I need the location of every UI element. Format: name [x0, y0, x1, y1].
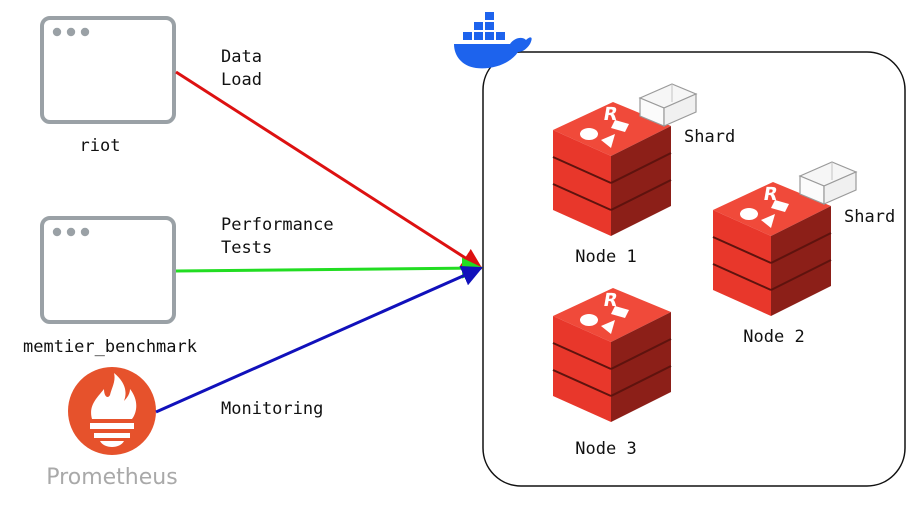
- riot-label: riot: [80, 136, 121, 156]
- memtier-benchmark-label: memtier_benchmark: [23, 337, 197, 357]
- performance-tests-arrow: [175, 257, 484, 279]
- node-1-label: Node 1: [575, 247, 636, 267]
- node-2-label: Node 2: [743, 327, 804, 347]
- performance-tests-label-line-2: Tests: [221, 238, 272, 258]
- monitoring-arrow: [155, 266, 483, 414]
- docker-whale-icon: [454, 12, 532, 69]
- node-1-shard-label: Shard: [684, 127, 735, 147]
- data-load-label-line-2: Load: [221, 70, 262, 90]
- prometheus-label: Prometheus: [46, 465, 177, 490]
- riot-client-window-icon: [40, 16, 176, 124]
- docker-host-container: [482, 51, 906, 487]
- performance-tests-label-line-1: Performance: [221, 215, 334, 235]
- memtier-benchmark-window-icon: [40, 216, 176, 324]
- prometheus-torch-icon: [68, 367, 156, 455]
- data-load-arrow: [175, 70, 483, 270]
- node-3-label: Node 3: [575, 439, 636, 459]
- node-2-shard-label: Shard: [844, 207, 895, 227]
- monitoring-label: Monitoring: [221, 399, 323, 419]
- data-load-label-line-1: Data: [221, 47, 262, 67]
